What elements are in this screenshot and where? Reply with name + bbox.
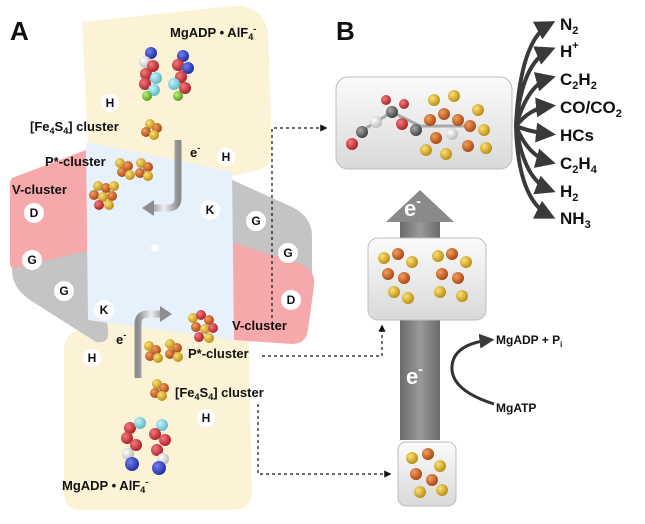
product-fan bbox=[514, 21, 556, 219]
badge-k-left: K bbox=[94, 300, 114, 320]
svg-text:G: G bbox=[251, 214, 260, 228]
cream-domain-bottom bbox=[64, 289, 252, 510]
svg-text:H: H bbox=[88, 351, 97, 365]
svg-text:H: H bbox=[222, 150, 231, 164]
svg-text:D: D bbox=[287, 293, 296, 307]
product-n2: N2 bbox=[560, 15, 578, 37]
v-cluster-bottom bbox=[188, 310, 218, 343]
v-cluster-3d bbox=[346, 90, 492, 160]
svg-text:H: H bbox=[106, 96, 115, 110]
badge-h-top-left: H bbox=[101, 94, 119, 112]
svg-text:G: G bbox=[59, 284, 68, 298]
fe4s4-cluster-top bbox=[141, 119, 162, 140]
v-cluster-top bbox=[89, 181, 119, 210]
svg-text:H: H bbox=[202, 411, 211, 425]
mgadp-pi-label: MgADP + Pi bbox=[496, 333, 562, 349]
svg-text:K: K bbox=[206, 203, 215, 217]
blue-domain-center bbox=[86, 142, 234, 340]
badge-h-bottom-right: H bbox=[197, 409, 215, 427]
badge-g-1: G bbox=[22, 250, 42, 270]
badge-g-4: G bbox=[278, 243, 298, 263]
fe4s4-cluster-bottom bbox=[150, 379, 169, 401]
product-c2h2: C2H2 bbox=[560, 70, 597, 92]
atp-hydrolysis-arrow: MgADP + Pi MgATP bbox=[450, 333, 562, 415]
p-cluster-label-bottom: P*-cluster bbox=[188, 346, 249, 361]
p-cluster-label-top: P*-cluster bbox=[45, 154, 106, 169]
product-c2h4: C2H4 bbox=[560, 154, 598, 176]
product-co-co2: CO/CO2 bbox=[560, 98, 622, 120]
dashed-connectors bbox=[257, 124, 392, 478]
svg-text:G: G bbox=[27, 253, 36, 267]
panel-a-labels: MgADP • AlF4- [Fe4S4] cluster P*-cluster… bbox=[12, 24, 287, 495]
connector-p-cluster bbox=[262, 324, 386, 357]
badge-h-top-right: H bbox=[217, 148, 235, 166]
nucleotide-molecule-top bbox=[139, 47, 194, 101]
fe4s4-label-bottom: [Fe4S4] cluster bbox=[175, 385, 264, 402]
electron-pipe-top bbox=[142, 140, 182, 216]
center-pore bbox=[151, 244, 159, 252]
badge-g-3: G bbox=[246, 211, 266, 231]
residue-badges: D G G K K G G D bbox=[22, 94, 301, 427]
v-cluster-box bbox=[335, 76, 513, 170]
fe4s4-box bbox=[397, 441, 457, 507]
pink-domain-left bbox=[10, 150, 90, 269]
nucleotide-molecule-bottom bbox=[121, 417, 171, 475]
badge-k-right: K bbox=[200, 200, 220, 220]
fan-arrow-hplus bbox=[514, 46, 556, 127]
product-hplus: H+ bbox=[560, 40, 579, 61]
connector-fe4s4 bbox=[257, 404, 392, 478]
badge-g-2: G bbox=[54, 281, 74, 301]
svg-text:D: D bbox=[30, 206, 39, 220]
fan-arrow-nh3 bbox=[514, 125, 556, 219]
electron-label-bottom: e- bbox=[116, 330, 126, 347]
svg-text:G: G bbox=[283, 246, 292, 260]
product-hcs: HCs bbox=[560, 126, 594, 145]
mgatp-label: MgATP bbox=[496, 401, 536, 415]
fe4s4-3d bbox=[406, 448, 448, 498]
p-cluster-top bbox=[115, 158, 153, 181]
electron-label-top: e- bbox=[190, 143, 200, 160]
fan-arrow-co bbox=[514, 97, 556, 128]
badge-d-right: D bbox=[281, 290, 301, 310]
protein-domains bbox=[10, 5, 315, 510]
panel-a-letter: A bbox=[10, 16, 29, 46]
product-labels: N2 H+ C2H2 CO/CO2 HCs C2H4 H2 NH3 bbox=[560, 15, 622, 231]
fe4s4-label-top: [Fe4S4] cluster bbox=[30, 119, 119, 136]
badge-d-left: D bbox=[24, 203, 44, 223]
v-cluster-label-bottom: V-cluster bbox=[232, 318, 287, 333]
electron-pipe-bottom bbox=[134, 306, 172, 378]
nucleotide-label-bottom: MgADP • AlF4- bbox=[62, 477, 148, 495]
svg-text:K: K bbox=[100, 303, 109, 317]
p-cluster-bottom bbox=[144, 339, 183, 363]
badge-h-bottom-left: H bbox=[83, 349, 101, 367]
product-h2: H2 bbox=[560, 182, 578, 204]
v-cluster-label-top: V-cluster bbox=[12, 182, 67, 197]
nucleotide-label-top: MgADP • AlF4- bbox=[170, 24, 256, 42]
p-cluster-3d bbox=[378, 248, 472, 304]
product-nh3: NH3 bbox=[560, 209, 591, 231]
panel-b-letter: B bbox=[336, 16, 355, 46]
fan-arrow-c2h2 bbox=[514, 72, 556, 127]
p-cluster-box bbox=[367, 237, 487, 321]
